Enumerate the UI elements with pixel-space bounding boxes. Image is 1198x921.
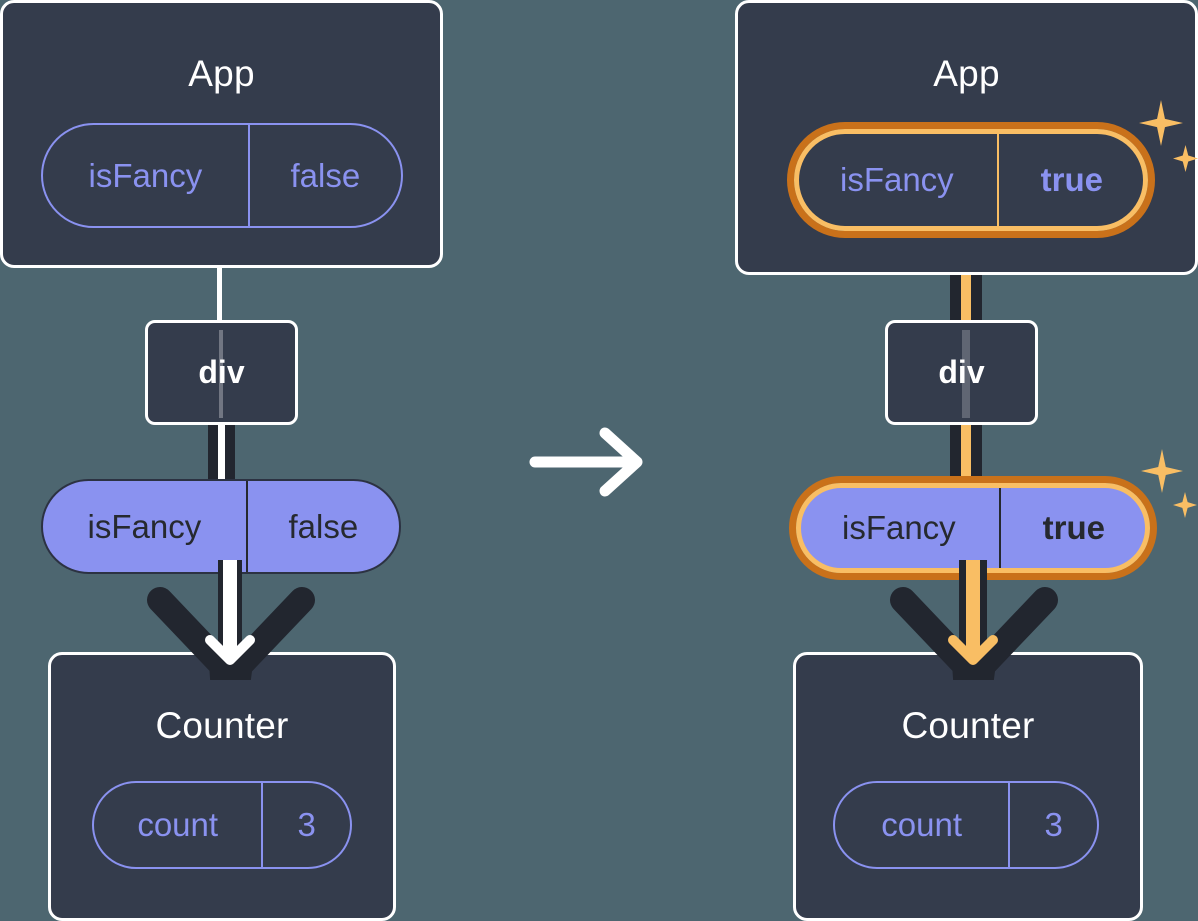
prop-pill-after[interactable]: isFancy true	[797, 484, 1149, 572]
state-pill-app-key-after: isFancy	[839, 161, 954, 198]
state-pill-counter-value-after: 3	[1008, 783, 1097, 867]
node-div-after[interactable]: div	[885, 320, 1038, 425]
state-pill-app-key-before: isFancy	[88, 156, 203, 194]
panel-before: App isFancy false div isFancy false Coun…	[0, 0, 460, 921]
card-counter-title-after: Counter	[901, 705, 1035, 746]
state-pill-counter-before[interactable]: count 3	[92, 781, 352, 869]
arrow-prop-to-counter-after	[863, 552, 1083, 691]
node-div-before[interactable]: div	[145, 320, 298, 425]
state-pill-app-before[interactable]: isFancy false	[41, 123, 403, 228]
node-div-label-after: div	[938, 354, 985, 390]
state-pill-counter-key-before: count	[137, 806, 219, 843]
card-app-title-before: App	[188, 53, 255, 94]
sparkle-large-prop-icon	[1141, 449, 1183, 493]
sparkle-small-prop-icon	[1173, 492, 1197, 518]
node-div-label-before: div	[198, 354, 245, 390]
state-pill-counter-after[interactable]: count 3	[833, 781, 1099, 869]
panel-after: App isFancy true div isFancy true Counte…	[735, 0, 1198, 921]
prop-pill-value-after: true	[998, 486, 1147, 570]
state-pill-counter-key-after: count	[881, 806, 963, 843]
connector-through-div-after	[962, 330, 970, 418]
state-pill-app-after[interactable]: isFancy true	[795, 130, 1147, 230]
prop-pill-key-before: isFancy	[87, 507, 202, 545]
transition-arrow	[527, 425, 651, 499]
connector-app-to-div-core-after	[961, 225, 971, 325]
connector-div-to-prop-core-before	[218, 420, 225, 488]
connector-div-to-prop-core-after	[961, 418, 971, 490]
state-pill-app-value-before: false	[247, 125, 401, 226]
card-app-title-after: App	[933, 53, 1000, 94]
state-pill-counter-value-before: 3	[261, 783, 350, 867]
connector-through-div-before	[219, 330, 223, 418]
prop-pill-value-before: false	[245, 481, 399, 572]
state-pill-app-value-after: true	[996, 132, 1145, 228]
arrow-prop-to-counter-before	[120, 552, 340, 691]
card-counter-title-before: Counter	[155, 705, 289, 746]
connector-app-to-div-before	[217, 262, 222, 324]
prop-pill-key-after: isFancy	[841, 509, 956, 546]
